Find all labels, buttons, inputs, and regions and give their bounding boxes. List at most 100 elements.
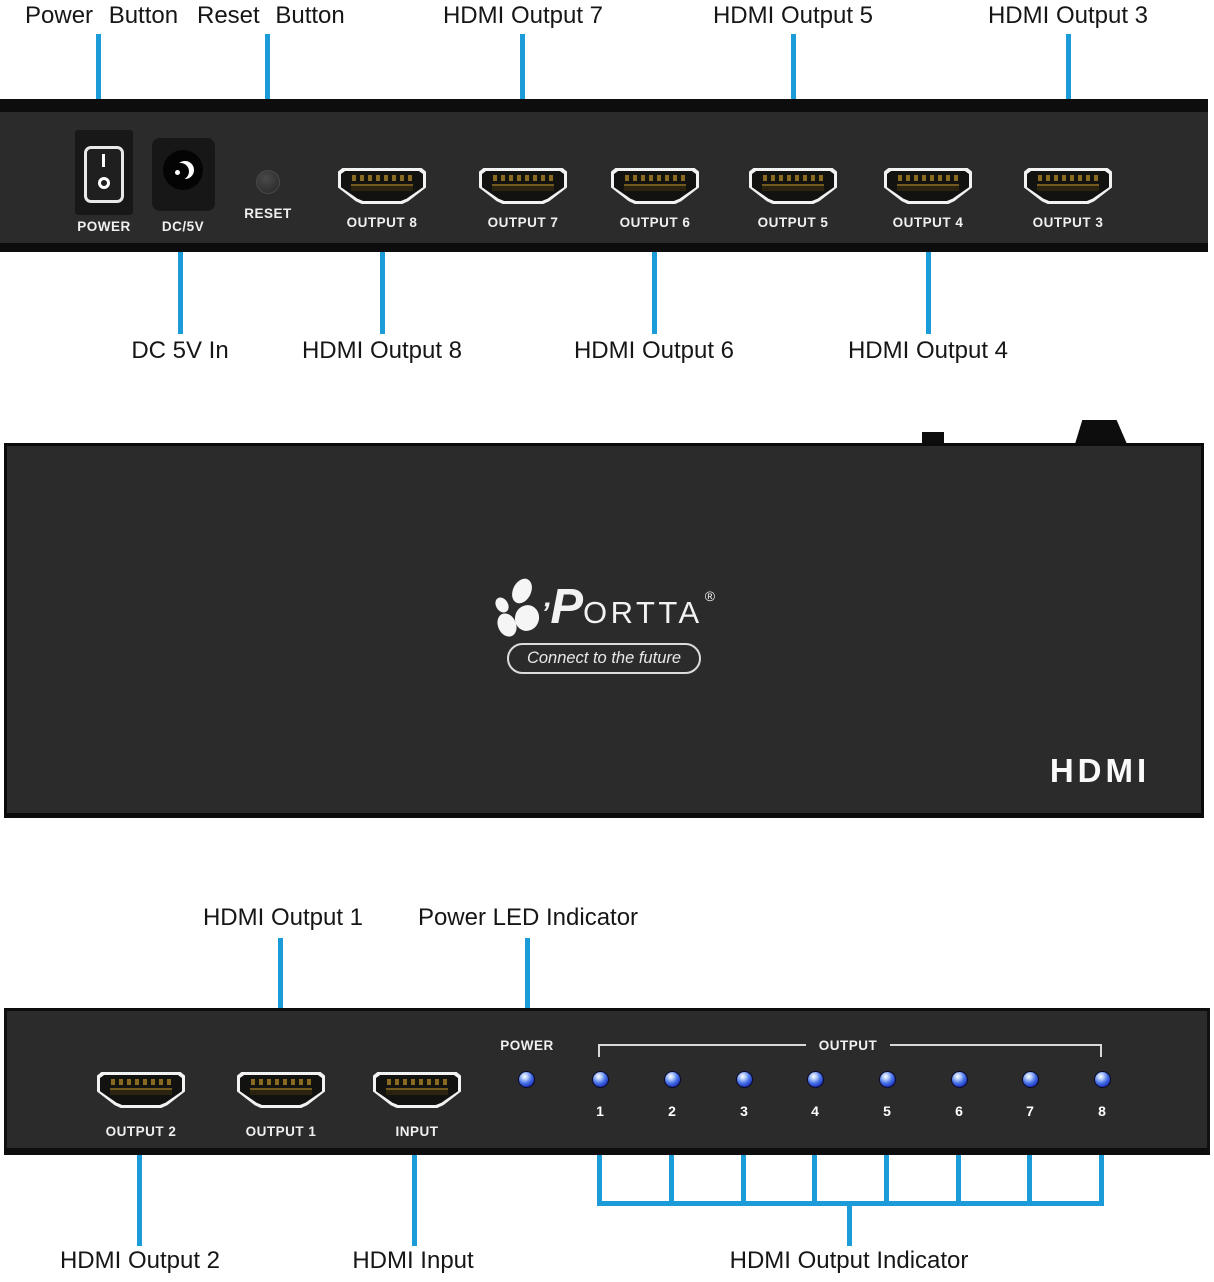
output-led-3	[735, 1071, 753, 1088]
leader-line-output5	[791, 34, 796, 118]
hdmi-port-pins	[1038, 175, 1098, 181]
callout-power-led-indicator: Power LED Indicator	[417, 904, 639, 931]
hdmi-port-pins	[625, 175, 685, 181]
port-label-output-2: OUTPUT 2	[105, 1124, 177, 1139]
hdmi-port-pins	[251, 1079, 311, 1085]
hdmi-port-pins	[898, 175, 958, 181]
power-on-symbol	[102, 154, 105, 167]
leader-line-output3	[1066, 34, 1071, 118]
power-rocker-switch	[84, 146, 124, 203]
callout-hdmi-output-4: HDMI Output 4	[847, 337, 1009, 364]
port-label-output-6: OUTPUT 6	[619, 215, 691, 230]
hdmi-port-pins	[387, 1079, 447, 1085]
leader-drop-led-8	[1099, 1155, 1104, 1205]
hdmi-port-output-4	[884, 168, 972, 204]
leader-drop-led-7	[1027, 1155, 1032, 1205]
output-led-6	[950, 1071, 968, 1088]
output-bracket-tick-right	[1100, 1044, 1102, 1057]
port-label-input: INPUT	[395, 1124, 439, 1139]
leader-line-input	[412, 1155, 417, 1246]
dc-jack-pin-hole	[172, 163, 189, 180]
hdmi-port-pins	[352, 175, 412, 181]
hdmi-port-output-5	[749, 168, 837, 204]
leader-line-output6	[652, 252, 657, 334]
hdmi-port-pins	[763, 175, 823, 181]
led-number-2: 2	[668, 1103, 676, 1119]
power-off-symbol	[98, 177, 110, 189]
callout-hdmi-output-1: HDMI Output 1	[202, 904, 364, 931]
output-led-5	[878, 1071, 896, 1088]
callout-hdmi-output-indicator: HDMI Output Indicator	[729, 1247, 969, 1274]
leader-line-output1	[278, 938, 283, 1032]
leader-drop-led-1	[597, 1155, 602, 1205]
brand-name: ORTTA	[583, 595, 703, 630]
hdmi-port-pins	[111, 1079, 171, 1085]
port-label-output-4: OUTPUT 4	[892, 215, 964, 230]
led-number-5: 5	[883, 1103, 891, 1119]
hdmi-port-output-1	[237, 1072, 325, 1108]
registered-trademark-icon: ®	[704, 588, 716, 604]
led-number-1: 1	[596, 1103, 604, 1119]
hdmi-port-tongue	[492, 184, 554, 191]
hdmi-port-output-2	[97, 1072, 185, 1108]
brand-tagline-badge: Connect to the future	[507, 643, 701, 674]
hdmi-port-tongue	[1037, 184, 1099, 191]
hdmi-logo: HDMI	[1049, 752, 1151, 789]
output-led-2	[663, 1071, 681, 1088]
leader-drop-led-6	[956, 1155, 961, 1205]
back-panel-chassis	[0, 99, 1208, 252]
output-group-label: OUTPUT	[818, 1038, 878, 1053]
hdmi-port-output-7	[479, 168, 567, 204]
callout-hdmi-output-3: HDMI Output 3	[987, 2, 1149, 29]
leader-drop-led-5	[884, 1155, 889, 1205]
callout-reset-button: Reset Button	[197, 2, 345, 29]
hdmi-port-tongue	[897, 184, 959, 191]
callout-hdmi-output-8: HDMI Output 8	[301, 337, 463, 364]
output-led-7	[1021, 1071, 1039, 1088]
chassis-tab-small	[922, 432, 944, 444]
hdmi-port-tongue	[250, 1088, 312, 1095]
callout-power-button: Power Button	[25, 2, 179, 29]
hdmi-port-tongue	[110, 1088, 172, 1095]
hdmi-port-tongue	[351, 184, 413, 191]
led-number-4: 4	[811, 1103, 819, 1119]
leader-drop-led-2	[669, 1155, 674, 1205]
portta-leaf-icon	[494, 577, 542, 646]
led-number-7: 7	[1026, 1103, 1034, 1119]
callout-hdmi-input: HDMI Input	[352, 1247, 474, 1274]
callout-dc-5v-in: DC 5V In	[131, 337, 229, 364]
dc-jack-pin	[175, 170, 180, 175]
hdmi-port-tongue	[386, 1088, 448, 1095]
power-led-label: POWER	[500, 1038, 554, 1053]
brand-logo: ’ P ORTTA ®	[541, 580, 716, 634]
leader-drop-indicator-label	[847, 1206, 852, 1246]
output-led-4	[806, 1071, 824, 1088]
leader-drop-led-3	[741, 1155, 746, 1205]
hdmi-port-input	[373, 1072, 461, 1108]
leader-line-power	[96, 34, 101, 118]
leader-line-output4	[926, 252, 931, 334]
hdmi-port-output-6	[611, 168, 699, 204]
callout-hdmi-output-5: HDMI Output 5	[712, 2, 874, 29]
leader-drop-led-4	[812, 1155, 817, 1205]
leader-line-output8	[380, 252, 385, 334]
port-label-output-5: OUTPUT 5	[757, 215, 829, 230]
leader-line-reset	[265, 34, 270, 118]
output-led-1	[591, 1071, 609, 1088]
leader-line-dc5v	[178, 252, 183, 334]
led-number-3: 3	[740, 1103, 748, 1119]
output-bracket-left	[598, 1044, 806, 1046]
hdmi-port-tongue	[762, 184, 824, 191]
callout-hdmi-output-7: HDMI Output 7	[442, 2, 604, 29]
port-label-output-1: OUTPUT 1	[245, 1124, 317, 1139]
brand-initial: P	[550, 580, 583, 634]
hdmi-port-pins	[493, 175, 553, 181]
callout-hdmi-output-2: HDMI Output 2	[59, 1247, 221, 1274]
hdmi-port-output-8	[338, 168, 426, 204]
leader-connector-indicators	[597, 1201, 1104, 1206]
port-label-output-7: OUTPUT 7	[487, 215, 559, 230]
leader-line-power-led	[525, 938, 530, 1032]
led-number-8: 8	[1098, 1103, 1106, 1119]
leader-line-output2	[137, 1155, 142, 1246]
